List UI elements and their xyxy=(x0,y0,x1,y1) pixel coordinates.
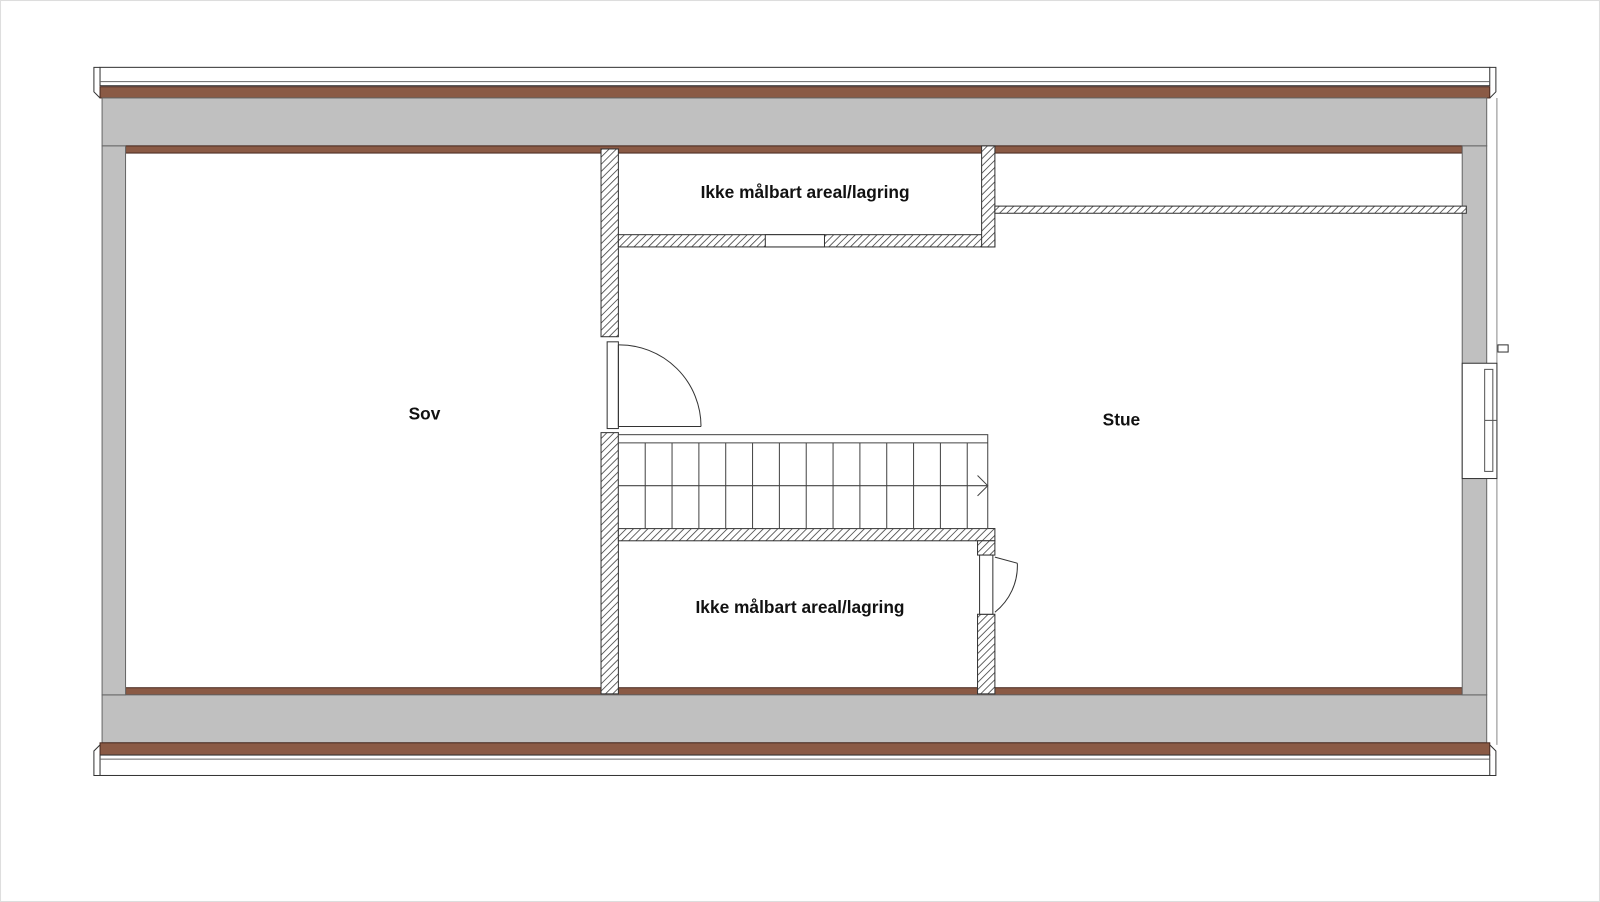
door-storage xyxy=(979,554,1018,615)
door-sov xyxy=(606,341,702,430)
staircase xyxy=(617,434,989,530)
room-label-storage-top: Ikke målbart areal/lagring xyxy=(701,182,910,202)
wall-left xyxy=(101,145,127,696)
room-label-sov: Sov xyxy=(409,403,441,423)
wall-opening xyxy=(764,234,825,248)
room-label-stue: Stue xyxy=(1103,409,1141,429)
stair-arrow-icon xyxy=(977,475,989,497)
roof-bottom xyxy=(93,687,1497,776)
window-right xyxy=(1461,344,1509,480)
room-label-storage-bottom: Ikke målbart areal/lagring xyxy=(695,597,904,617)
roof-top xyxy=(93,66,1497,154)
